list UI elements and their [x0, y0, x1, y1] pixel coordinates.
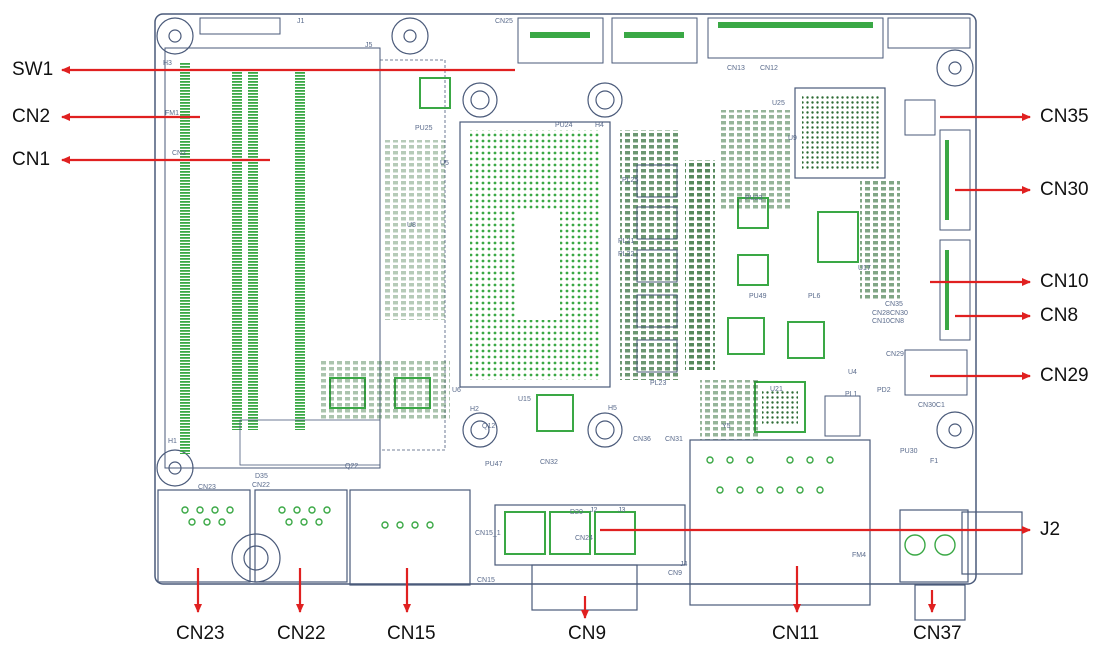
silk-j2: J2	[590, 507, 598, 514]
silk-d20: D20	[570, 509, 583, 516]
hole-h4b	[587, 82, 623, 118]
label-cn37: CN37	[913, 623, 962, 644]
silk-pl25: PL25	[622, 177, 638, 184]
silk-y5: Y5	[722, 423, 731, 430]
silk-fm1: FM1	[165, 110, 179, 117]
label-cn23: CN23	[176, 623, 225, 644]
silk-h2: H2	[470, 406, 479, 413]
smd-fields	[320, 110, 900, 440]
top-headers	[199, 17, 971, 64]
silk-u4: U4	[848, 369, 857, 376]
silk-cn15_1: CN15_1	[475, 530, 501, 537]
silk-pu23: PU23	[745, 195, 763, 202]
silk-u21: U21	[770, 386, 783, 393]
silk-h1: H1	[168, 438, 177, 445]
silk-cn12: CN12	[760, 65, 778, 72]
hole-h2	[462, 412, 498, 448]
usb-stacks	[504, 511, 636, 555]
silk-fm4: FM4	[852, 552, 866, 559]
silk-cn29: CN29	[886, 351, 904, 358]
label-j2: J2	[1040, 519, 1061, 540]
silk-cn30c1: CN30C1	[918, 402, 945, 409]
right-connectors	[904, 99, 971, 396]
silk-cn9: CN9	[668, 570, 682, 577]
silk-pu30: PU30	[900, 448, 918, 455]
hole-h4	[462, 82, 498, 118]
label-cn9: CN9	[568, 623, 607, 644]
silk-j5: J5	[365, 42, 373, 49]
label-cn29: CN29	[1040, 365, 1089, 386]
memory-slots	[164, 47, 446, 469]
hole-top-2	[391, 17, 429, 55]
silk-u8: U8	[407, 222, 416, 229]
silk-cn24: CN24	[575, 535, 593, 542]
silk-u15: U15	[518, 396, 531, 403]
mounting-holes	[156, 17, 974, 583]
silk-cn32: CN32	[540, 459, 558, 466]
silk-pl6: PL6	[808, 293, 821, 300]
silk-u6: U6	[452, 387, 461, 394]
hole-right-top	[936, 49, 974, 87]
silk-j4: J4	[680, 561, 688, 568]
inductors	[636, 164, 861, 437]
label-cn10: CN10	[1040, 271, 1089, 292]
silk-d35: D35	[255, 473, 268, 480]
callout-arrows	[61, 66, 1031, 619]
silk-h4: H4	[595, 122, 604, 129]
silk-f1: F1	[930, 458, 938, 465]
chipset-bga	[794, 87, 886, 179]
silk-cn31: CN31	[665, 436, 683, 443]
hole-h5	[587, 412, 623, 448]
cpu-bga	[459, 121, 611, 388]
silk-cn25: CN25	[495, 18, 513, 25]
label-cn11: CN11	[772, 623, 820, 644]
hole-h3	[156, 17, 194, 55]
label-sw1: SW1	[12, 59, 54, 80]
hole-right-bottom	[936, 411, 974, 449]
label-cn35: CN35	[1040, 106, 1089, 127]
silk-cn35: CN35	[885, 301, 903, 308]
silk-pu24: PU24	[555, 122, 573, 129]
silk-pu47: PU47	[485, 461, 503, 468]
silk-cn13: CN13	[727, 65, 745, 72]
silk-q22: Q22	[345, 463, 358, 470]
label-cn22: CN22	[277, 623, 326, 644]
silk-cn22: CN22	[252, 482, 270, 489]
silk-pd2: PD2	[877, 387, 891, 394]
silk-u9: U9	[788, 135, 797, 142]
silk-cn8: CN8	[890, 318, 904, 325]
silk-pl23: PL23	[650, 380, 666, 387]
silk-cn28: CN28	[872, 310, 890, 317]
silk-u17: U17	[858, 265, 871, 272]
silk-cn23: CN23	[198, 484, 216, 491]
cn1-slot	[295, 70, 305, 430]
silk-cn30: CN30	[890, 310, 908, 317]
label-cn30: CN30	[1040, 179, 1089, 200]
silk-pl21: PL21	[618, 238, 634, 245]
label-cn15: CN15	[387, 623, 436, 644]
silk-j3: J3	[618, 507, 626, 514]
silk-cn36: CN36	[633, 436, 651, 443]
cn2-slot	[180, 62, 190, 454]
silk-u25: U25	[772, 100, 785, 107]
silkscreen-labels: CN25 J1 J5 H3 FM1 CN2 CN13 CN12 U25 U9 P…	[163, 18, 945, 584]
label-cn2: CN2	[12, 106, 51, 127]
label-cn1: CN1	[12, 149, 51, 170]
silk-pu49: PU49	[749, 293, 767, 300]
silk-cn15: CN15	[477, 577, 495, 584]
silk-pu25: PU25	[415, 125, 433, 132]
silk-h3: H3	[163, 60, 172, 67]
silk-cn2: CN2	[172, 150, 186, 157]
dsub-pins	[181, 456, 956, 556]
silk-j1: J1	[297, 18, 305, 25]
silk-cn10: CN10	[872, 318, 890, 325]
silk-u5: U5	[440, 160, 449, 167]
silk-pl1: PL1	[845, 391, 858, 398]
label-cn8: CN8	[1040, 305, 1079, 326]
silk-h5: H5	[608, 405, 617, 412]
silk-pl22: PL22	[618, 251, 634, 258]
silk-q12: Q12	[482, 423, 495, 430]
